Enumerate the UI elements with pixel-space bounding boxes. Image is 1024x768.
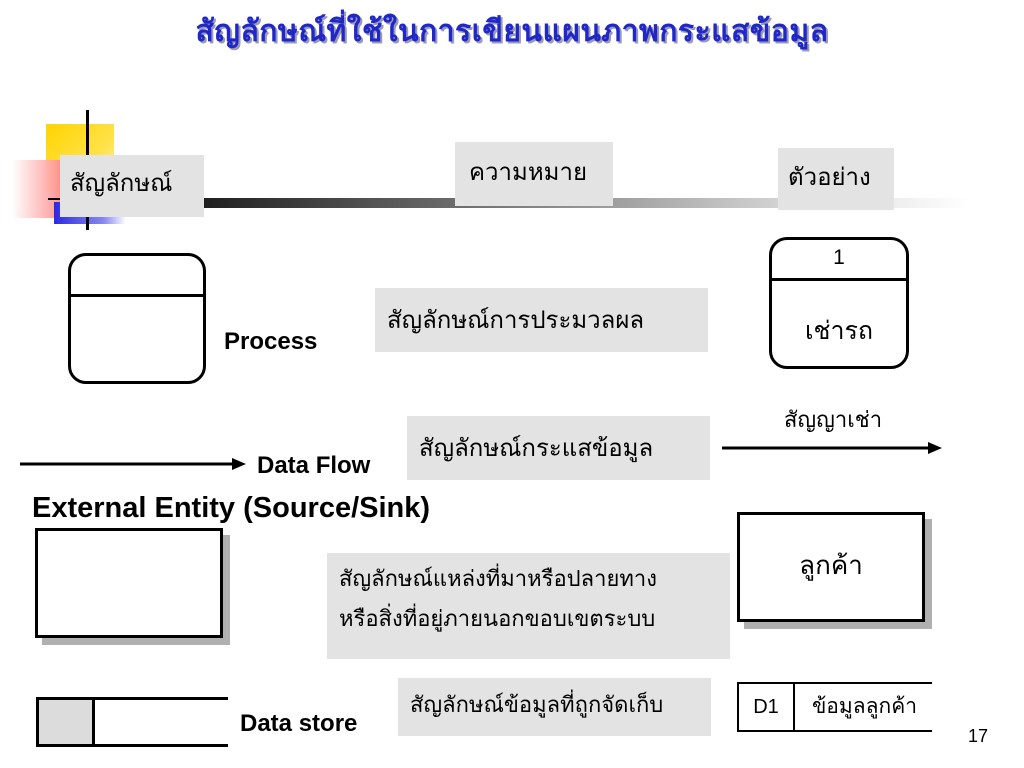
page-number: 17 (968, 726, 989, 746)
process-meaning: สัญลักษณ์การประมวลผล (375, 288, 708, 352)
header-meaning: ความหมาย (455, 142, 613, 206)
process-example-number: 1 (833, 246, 845, 269)
data-flow-example-label: สัญญาเช่า (784, 408, 883, 433)
external-entity-name: External Entity (Source/Sink) (32, 492, 431, 524)
process-symbol (68, 253, 206, 384)
data-flow-name: Data Flow (257, 452, 371, 479)
external-entity-example: ลูกค้า (737, 512, 925, 622)
data-store-example-id: D1 (753, 696, 779, 718)
data-flow-meaning: สัญลักษณ์กระแสข้อมูล (407, 416, 710, 480)
process-example-label: เช่ารถ (804, 316, 874, 345)
data-store-example: D1 ข้อมูลลูกค้า (737, 682, 932, 732)
page-title: สัญลักษณ์ที่ใช้ในการเขียนแผนภาพกระแสข้อม… (195, 14, 829, 49)
data-store-name: Data store (240, 710, 358, 737)
external-entity-meaning-line1: สัญลักษณ์แหล่งที่มาหรือปลายทาง (339, 567, 657, 592)
external-entity-example-label: ลูกค้า (799, 551, 863, 581)
process-name: Process (224, 328, 318, 355)
external-entity-symbol (35, 528, 223, 638)
data-flow-arrow-symbol (20, 458, 246, 470)
header-symbol: สัญลักษณ์ (60, 155, 204, 217)
external-entity-meaning-line2: หรือสิ่งที่อยู่ภายนอกขอบเขตระบบ (339, 607, 656, 632)
data-store-symbol (36, 697, 228, 747)
data-flow-example-arrow (722, 442, 942, 454)
external-entity-meaning: สัญลักษณ์แหล่งที่มาหรือปลายทาง หรือสิ่งท… (327, 553, 730, 659)
data-store-meaning: สัญลักษณ์ข้อมูลที่ถูกจัดเก็บ (398, 678, 711, 736)
data-store-example-label: ข้อมูลลูกค้า (811, 694, 918, 718)
header-example: ตัวอย่าง (778, 148, 894, 210)
process-example: 1 เช่ารถ (769, 237, 909, 369)
